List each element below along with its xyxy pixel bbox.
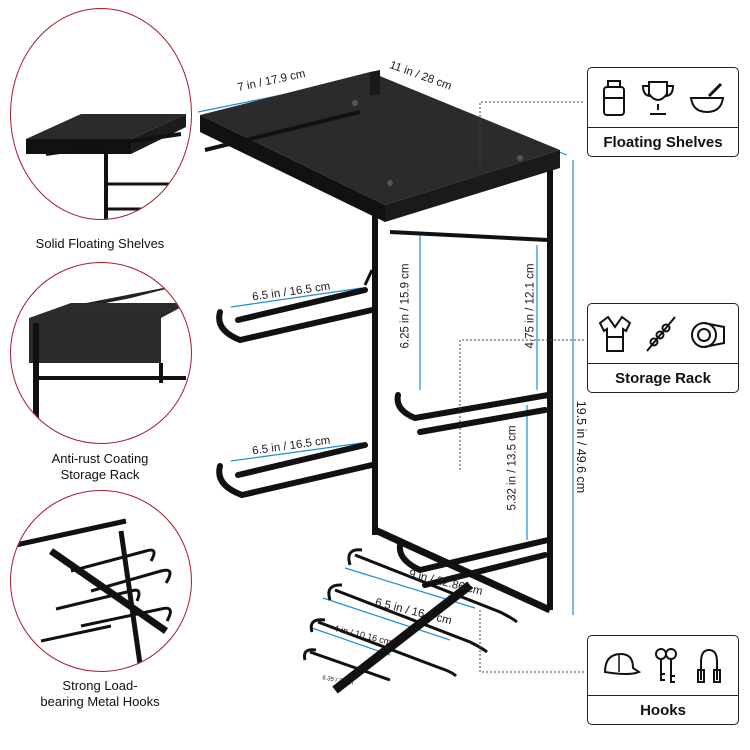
- caption-anti-rust-line1: Anti-rust Coating: [51, 451, 149, 466]
- caption-solid-shelves: Solid Floating Shelves: [35, 236, 165, 251]
- storage-rack-icons: [588, 304, 738, 363]
- trophy-icon: [641, 80, 675, 115]
- dim-total-height: 19.5 in / 49.6 cm: [574, 400, 589, 494]
- skewer-icon: [646, 315, 676, 352]
- dim-spacing-right: 4.75 in / 12.1 cm: [524, 263, 537, 349]
- caption-anti-rust: Anti-rust Coating Storage Rack: [10, 451, 190, 483]
- shelf-graphic: [200, 70, 560, 242]
- hooks-icons: [588, 636, 738, 695]
- category-box-storage-rack: Storage Rack: [587, 303, 739, 393]
- feature-circle-anti-rust: [10, 262, 192, 444]
- shelf-closeup-image: [26, 114, 186, 219]
- keys-icon: [655, 647, 677, 683]
- rolled-mat-icon: [690, 321, 725, 348]
- feature-circle-shelves: [10, 8, 192, 220]
- hooks-closeup-image: [11, 518, 172, 671]
- dim-spacing-upper: 6.25 in / 15.9 cm: [399, 263, 412, 349]
- caption-anti-rust-line2: Storage Rack: [60, 467, 140, 482]
- storage-rack-label: Storage Rack: [588, 363, 738, 392]
- feature-circle-hooks: [10, 490, 192, 672]
- caption-hooks-line1: Strong Load-: [62, 678, 138, 693]
- kimono-icon: [599, 315, 632, 352]
- cap-icon: [603, 652, 641, 675]
- category-box-floating-shelves: Floating Shelves: [587, 67, 739, 157]
- floating-shelves-icons: [588, 68, 738, 127]
- dim-spacing-lower: 5.32 in / 13.5 cm: [506, 425, 519, 511]
- bottle-icon: [603, 79, 625, 116]
- mortar-bowl-icon: [689, 82, 725, 113]
- caption-hooks-line2: bearing Metal Hooks: [40, 694, 160, 709]
- category-box-hooks: Hooks: [587, 635, 739, 725]
- floating-shelves-label: Floating Shelves: [588, 127, 738, 156]
- jump-rope-icon: [697, 648, 721, 683]
- caption-hooks: Strong Load- bearing Metal Hooks: [10, 678, 190, 710]
- hooks-label: Hooks: [588, 695, 738, 724]
